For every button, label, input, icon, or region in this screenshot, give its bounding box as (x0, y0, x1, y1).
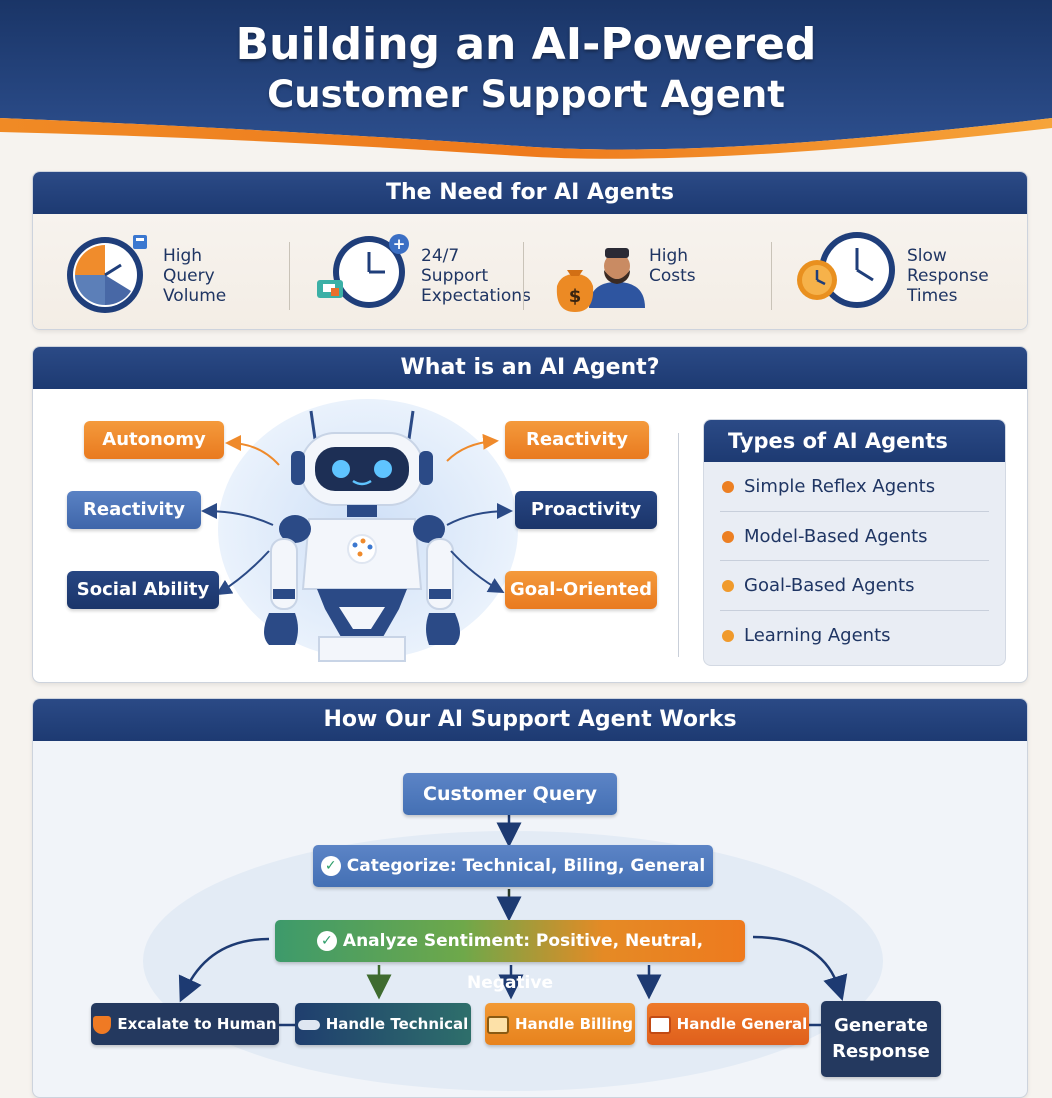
customer-query-node: Customer Query (403, 773, 617, 815)
trait-goal-oriented: Goal-Oriented (505, 571, 657, 609)
need-item-support: + 24/7 Support Expectations (313, 214, 531, 329)
svg-text:+: + (393, 235, 406, 253)
svg-text:$: $ (569, 286, 582, 307)
escalate-label: Excalate to Human (117, 1015, 277, 1033)
generate-response-node: Generate Response (821, 1001, 941, 1077)
type-label: Simple Reflex Agents (744, 476, 936, 497)
title-line-1: Building an AI-Powered (235, 19, 817, 70)
trait-reactivity-right: Reactivity (505, 421, 649, 459)
handle-technical-node: Handle Technical (295, 1003, 471, 1045)
need-label-line: Query Volume (163, 266, 227, 306)
bullet-dot (722, 481, 734, 493)
technical-label: Handle Technical (325, 1015, 469, 1033)
need-row: High Query Volume + 24/7 Support Expecta (33, 214, 1027, 329)
page-title: Building an AI-Powered Customer Support … (0, 18, 1052, 118)
type-item: Goal-Based Agents (720, 561, 989, 611)
divider (289, 242, 290, 310)
need-label-response: Slow Response Times (907, 246, 989, 306)
header-background (0, 0, 1052, 159)
what-panel-title: What is an AI Agent? (33, 347, 1027, 389)
trait-autonomy: Autonomy (84, 421, 224, 459)
divider (523, 242, 524, 310)
need-label-support: 24/7 Support Expectations (421, 246, 531, 306)
pie-clock-icon (67, 235, 147, 313)
type-item: Learning Agents (720, 611, 989, 661)
how-panel: How Our AI Support Agent Works Customer … (32, 698, 1028, 1098)
need-label-line: Slow (907, 246, 947, 266)
trait-social-ability: Social Ability (67, 571, 219, 609)
arrow-proactivity (446, 503, 513, 526)
generate-line-1: Generate (834, 1015, 928, 1036)
header-banner: Building an AI-Powered Customer Support … (0, 0, 1052, 165)
categorize-node: ✓Categorize: Technical, Biling, General (313, 845, 713, 887)
robot-diagram (201, 399, 518, 662)
divider (771, 242, 772, 310)
cloud-icon (297, 1019, 320, 1030)
grid-icon (648, 1015, 671, 1034)
type-item: Simple Reflex Agents (720, 462, 989, 512)
arrow-reactivity-left (201, 503, 274, 526)
need-label-line: High (649, 246, 689, 266)
trait-proactivity: Proactivity (515, 491, 657, 529)
need-label-line: High (163, 246, 203, 266)
need-item-costs: $ High Costs (545, 214, 765, 329)
types-title: Types of AI Agents (704, 420, 1005, 462)
categorize-label: Categorize: Technical, Biling, General (346, 856, 706, 876)
type-item: Model-Based Agents (720, 512, 989, 561)
what-panel: What is an AI Agent? (32, 346, 1028, 683)
need-label-line: 24/7 (421, 246, 460, 266)
shield-icon (93, 1015, 112, 1034)
escalate-node: Excalate to Human (91, 1003, 279, 1045)
need-label-line: Costs (649, 266, 696, 286)
clock-plus-icon: + (317, 234, 409, 308)
billing-label: Handle Billing (514, 1015, 634, 1033)
need-label-query-volume: High Query Volume (163, 246, 283, 306)
need-item-response: Slow Response Times (793, 214, 1013, 329)
title-line-2: Customer Support Agent (267, 73, 785, 116)
bullet-dot (722, 580, 734, 592)
need-panel-title: The Need for AI Agents (33, 172, 1027, 214)
check-icon: ✓ (320, 856, 341, 876)
type-label: Learning Agents (744, 624, 891, 646)
handle-billing-node: Handle Billing (485, 1003, 635, 1045)
money-bag-person-icon: $ (556, 248, 645, 312)
need-panel: The Need for AI Agents High Query Volume (32, 171, 1028, 330)
arrow-social (215, 550, 270, 596)
handle-general-node: Handle General (647, 1003, 809, 1045)
clocks-icon (797, 232, 895, 308)
bullet-dot (722, 530, 734, 543)
need-label-line: Expectations (421, 286, 531, 306)
arrow-goal (450, 550, 505, 593)
need-item-query-volume: High Query Volume (63, 214, 283, 329)
general-label: Handle General (676, 1015, 808, 1033)
how-panel-title: How Our AI Support Agent Works (33, 699, 1027, 741)
type-label: Goal-Based Agents (744, 575, 915, 596)
check-icon: ✓ (316, 931, 337, 951)
trait-reactivity-left: Reactivity (67, 491, 201, 529)
type-label: Model-Based Agents (744, 525, 928, 547)
need-label-line: Support (421, 266, 489, 286)
wallet-icon (486, 1015, 509, 1034)
sentiment-node: ✓Analyze Sentiment: Positive, Neutral, N… (275, 920, 745, 993)
divider (678, 433, 679, 657)
need-label-line: Response (907, 266, 989, 286)
sentiment-label: Analyze Sentiment: Positive, Neutral, Ne… (342, 931, 704, 993)
arrow-reactivity-right (446, 433, 499, 462)
need-label-line: Times (907, 286, 958, 306)
generate-line-2: Response (832, 1041, 930, 1062)
need-label-costs: High Costs (649, 246, 696, 286)
types-of-agents-card: Types of AI Agents Simple Reflex Agents … (703, 419, 1006, 666)
bullet-dot (722, 629, 734, 642)
arrow-autonomy (225, 435, 280, 466)
